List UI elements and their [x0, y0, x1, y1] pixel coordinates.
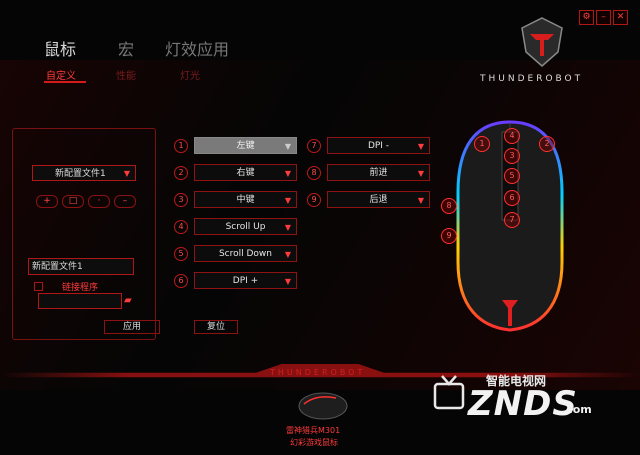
chevron-down-icon: ▼: [284, 277, 291, 286]
chevron-down-icon: ▼: [284, 142, 291, 151]
product-subtitle: 幻彩游戏鼠标: [290, 438, 338, 447]
button-number-9: 9: [307, 193, 321, 207]
product-name: 雷神猎兵M301: [286, 426, 341, 435]
mapping-value-8: 前进: [369, 168, 388, 178]
tab-mouse[interactable]: 鼠标: [44, 40, 77, 59]
minimize-button[interactable]: –: [596, 10, 611, 25]
program-path-input[interactable]: [38, 293, 122, 309]
active-tab-indicator: [44, 81, 86, 83]
close-button[interactable]: ✕: [613, 10, 628, 25]
thunderobot-logo-icon: [521, 17, 563, 67]
brand-logo-text: THUNDEROBOT: [480, 74, 584, 84]
bottom-logo-text: THUNDEROBOT: [270, 368, 366, 377]
mapping-select-4[interactable]: Scroll Up ▼: [194, 218, 297, 235]
button-number-5: 5: [174, 247, 188, 261]
profile-dropdown[interactable]: 新配置文件1 ▼: [32, 165, 136, 181]
mouse-marker-1: 1: [474, 136, 490, 152]
button-number-3: 3: [174, 193, 188, 207]
button-number-6: 6: [174, 274, 188, 288]
button-number-1: 1: [174, 139, 188, 153]
button-number-2: 2: [174, 166, 188, 180]
mapping-select-5[interactable]: Scroll Down ▼: [194, 245, 297, 262]
apply-button[interactable]: 应用: [104, 320, 160, 334]
mouse-marker-5: 5: [504, 168, 520, 184]
chevron-down-icon: ▼: [417, 196, 424, 205]
mapping-value-2: 右键: [236, 168, 255, 178]
mouse-marker-2: 2: [539, 136, 555, 152]
link-program-checkbox[interactable]: [34, 282, 43, 291]
mouse-marker-7: 7: [504, 212, 520, 228]
mouse-marker-8: 8: [441, 198, 457, 214]
mapping-select-3[interactable]: 中键 ▼: [194, 191, 297, 208]
mouse-thumbnail-icon: [298, 392, 348, 420]
mapping-select-7[interactable]: DPI - ▼: [327, 137, 430, 154]
delete-profile-button[interactable]: –: [114, 195, 136, 208]
button-number-7: 7: [307, 139, 321, 153]
reset-button[interactable]: 复位: [194, 320, 238, 334]
chevron-down-icon: ▼: [284, 250, 291, 259]
chevron-down-icon: ▼: [284, 169, 291, 178]
tab-lighting-app[interactable]: 灯效应用: [165, 40, 230, 59]
watermark-logo: ZNDS: [468, 384, 578, 424]
mapping-value-5: Scroll Down: [218, 249, 273, 259]
profile-option-button[interactable]: ·: [88, 195, 110, 208]
watermark-domain: .com: [562, 403, 592, 416]
tv-logo-icon: [433, 375, 465, 410]
mapping-select-9[interactable]: 后退 ▼: [327, 191, 430, 208]
add-profile-button[interactable]: +: [36, 195, 58, 208]
tab-macro[interactable]: 宏: [118, 40, 135, 59]
mapping-value-9: 后退: [369, 195, 388, 205]
subtab-lighting[interactable]: 灯光: [180, 71, 200, 82]
mapping-select-6[interactable]: DPI + ▼: [194, 272, 297, 289]
profile-name-field[interactable]: 新配置文件1: [28, 258, 134, 275]
chevron-down-icon: ▼: [123, 169, 130, 178]
link-program-label: 链接程序: [62, 283, 99, 293]
folder-icon[interactable]: ▰: [124, 295, 132, 306]
subtab-performance[interactable]: 性能: [116, 71, 136, 82]
mouse-marker-9: 9: [441, 228, 457, 244]
mouse-marker-6: 6: [504, 190, 520, 206]
mapping-select-1[interactable]: 左键 ▼: [194, 137, 297, 154]
mouse-marker-4: 4: [504, 128, 520, 144]
button-number-8: 8: [307, 166, 321, 180]
mapping-value-3: 中键: [236, 195, 255, 205]
mapping-value-6: DPI +: [232, 276, 259, 286]
copy-profile-button[interactable]: □: [62, 195, 84, 208]
button-number-4: 4: [174, 220, 188, 234]
mapping-value-7: DPI -: [367, 141, 390, 151]
profile-dropdown-value: 新配置文件1: [55, 169, 106, 179]
subtab-custom[interactable]: 自定义: [46, 71, 76, 82]
mapping-value-1: 左键: [236, 141, 255, 151]
chevron-down-icon: ▼: [284, 196, 291, 205]
settings-icon[interactable]: ⚙: [579, 10, 594, 25]
watermark-site-name: 智能电视网: [486, 374, 547, 388]
chevron-down-icon: ▼: [284, 223, 291, 232]
chevron-down-icon: ▼: [417, 142, 424, 151]
mapping-select-8[interactable]: 前进 ▼: [327, 164, 430, 181]
chevron-down-icon: ▼: [417, 169, 424, 178]
mapping-select-2[interactable]: 右键 ▼: [194, 164, 297, 181]
profile-panel: [12, 128, 156, 340]
mapping-value-4: Scroll Up: [225, 222, 266, 232]
mouse-marker-3: 3: [504, 148, 520, 164]
